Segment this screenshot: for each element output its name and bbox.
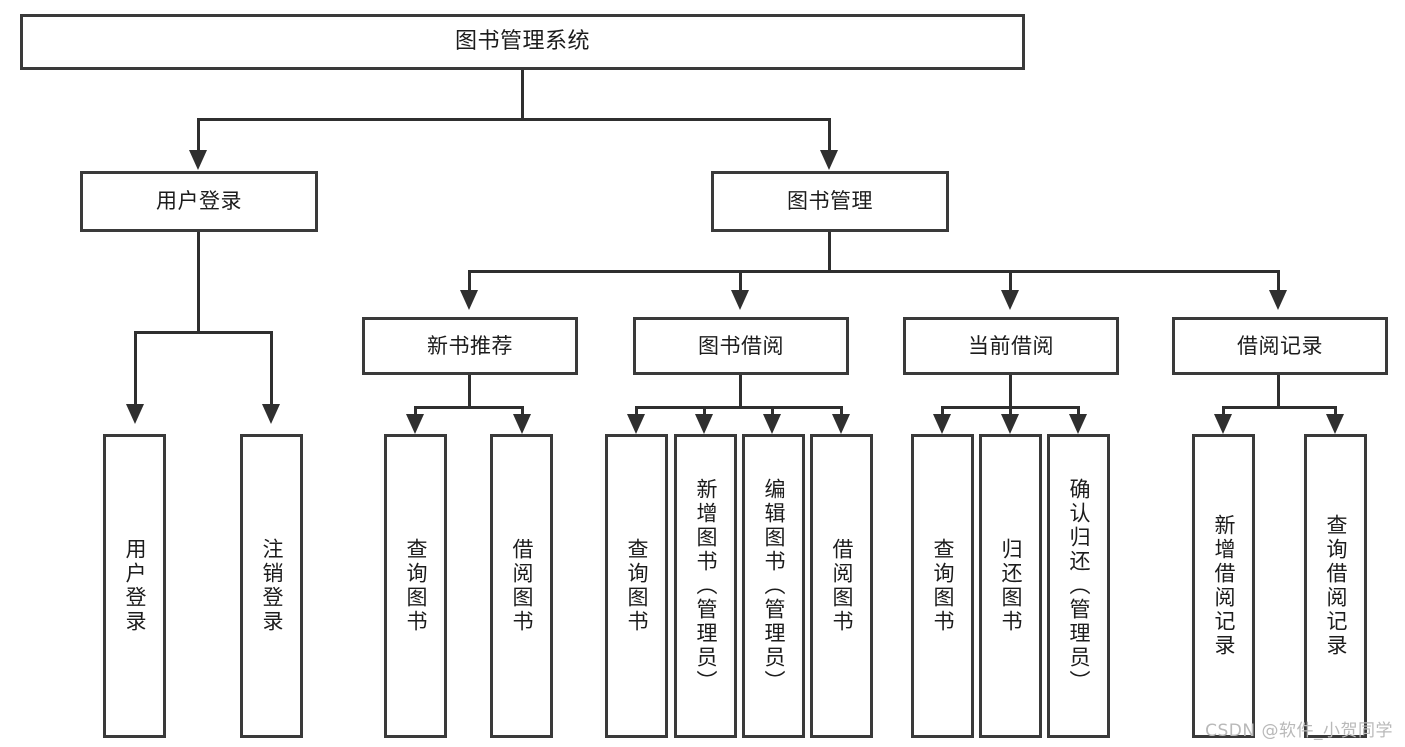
- node-leaf-query-book-3[interactable]: 查询图书: [911, 434, 974, 738]
- connector-user-login-bus: [134, 331, 272, 334]
- connector-book-borrow-drop-4: [840, 406, 843, 418]
- connector-borrow-record-drop-1: [1222, 406, 1225, 418]
- node-leaf-return-book-label: 归还图书: [999, 538, 1023, 634]
- node-leaf-add-book[interactable]: 新增图书（管理员）: [674, 434, 737, 738]
- node-leaf-logout-label: 注销登录: [260, 538, 284, 634]
- arrowhead-leaf-confirm-return: [1069, 414, 1087, 434]
- node-leaf-query-record[interactable]: 查询借阅记录: [1304, 434, 1367, 738]
- connector-current-borrow-drop-1: [941, 406, 944, 418]
- connector-book-manage-drop-2: [739, 270, 742, 292]
- node-leaf-user-login[interactable]: 用户登录: [103, 434, 166, 738]
- connector-new-book-rec-drop-2: [521, 406, 524, 418]
- connector-book-manage-drop-4: [1277, 270, 1280, 292]
- watermark-text: CSDN @软件_小贺同学: [1205, 721, 1393, 741]
- node-new-book-rec[interactable]: 新书推荐: [362, 317, 578, 375]
- node-new-book-rec-label: 新书推荐: [427, 333, 513, 358]
- node-leaf-query-book-2-label: 查询图书: [625, 538, 649, 634]
- node-leaf-add-record[interactable]: 新增借阅记录: [1192, 434, 1255, 738]
- arrowhead-leaf-add-record: [1214, 414, 1232, 434]
- node-leaf-add-record-label: 新增借阅记录: [1212, 514, 1236, 658]
- node-leaf-query-book-3-label: 查询图书: [931, 538, 955, 634]
- connector-user-login-stem: [197, 232, 200, 333]
- node-borrow-record-label: 借阅记录: [1237, 333, 1323, 358]
- connector-book-manage-bus: [468, 270, 1280, 273]
- arrowhead-book-manage: [820, 150, 838, 170]
- node-root-label: 图书管理系统: [454, 29, 590, 55]
- arrowhead-leaf-add-book: [695, 414, 713, 434]
- node-leaf-query-book-2[interactable]: 查询图书: [605, 434, 668, 738]
- node-leaf-borrow-book-2[interactable]: 借阅图书: [810, 434, 873, 738]
- node-leaf-query-book-1-label: 查询图书: [404, 538, 428, 634]
- arrowhead-leaf-borrow-book-2: [832, 414, 850, 434]
- connector-current-borrow-drop-2: [1009, 406, 1012, 418]
- connector-book-manage-drop-1: [468, 270, 471, 292]
- connector-current-borrow-stem: [1009, 375, 1012, 408]
- node-book-manage[interactable]: 图书管理: [711, 171, 949, 232]
- connector-new-book-rec-drop-1: [414, 406, 417, 418]
- connector-book-manage-drop-3: [1009, 270, 1012, 292]
- node-leaf-add-book-label: 新增图书（管理员）: [694, 478, 718, 694]
- node-user-login-label: 用户登录: [156, 189, 242, 214]
- node-leaf-logout[interactable]: 注销登录: [240, 434, 303, 738]
- node-leaf-edit-book[interactable]: 编辑图书（管理员）: [742, 434, 805, 738]
- arrowhead-user-login: [189, 150, 207, 170]
- node-book-manage-label: 图书管理: [787, 189, 873, 214]
- arrowhead-borrow-record: [1269, 290, 1287, 310]
- arrowhead-book-borrow: [731, 290, 749, 310]
- arrowhead-current-borrow: [1001, 290, 1019, 310]
- connector-new-book-rec-bus: [414, 406, 524, 409]
- connector-root-to-user-login: [197, 118, 200, 153]
- node-leaf-user-login-label: 用户登录: [123, 538, 147, 634]
- node-leaf-query-record-label: 查询借阅记录: [1324, 514, 1348, 658]
- connector-root-bus: [197, 118, 831, 121]
- arrowhead-new-book-rec: [460, 290, 478, 310]
- node-leaf-borrow-book-1-label: 借阅图书: [510, 538, 534, 634]
- node-leaf-edit-book-label: 编辑图书（管理员）: [762, 478, 786, 694]
- connector-book-borrow-drop-2: [703, 406, 706, 418]
- node-leaf-return-book[interactable]: 归还图书: [979, 434, 1042, 738]
- node-leaf-confirm-return-label: 确认归还（管理员）: [1067, 478, 1091, 694]
- connector-user-login-drop-1: [134, 331, 137, 406]
- arrowhead-leaf-query-record: [1326, 414, 1344, 434]
- node-current-borrow-label: 当前借阅: [968, 333, 1054, 358]
- connector-user-login-drop-2: [270, 331, 273, 406]
- connector-book-borrow-drop-1: [635, 406, 638, 418]
- node-leaf-borrow-book-2-label: 借阅图书: [830, 538, 854, 634]
- arrowhead-leaf-query-book-1: [406, 414, 424, 434]
- arrowhead-leaf-query-book-3: [933, 414, 951, 434]
- node-borrow-record[interactable]: 借阅记录: [1172, 317, 1388, 375]
- arrowhead-leaf-user-login: [126, 404, 144, 424]
- node-book-borrow[interactable]: 图书借阅: [633, 317, 849, 375]
- node-book-borrow-label: 图书借阅: [698, 333, 784, 358]
- arrowhead-leaf-logout: [262, 404, 280, 424]
- node-user-login[interactable]: 用户登录: [80, 171, 318, 232]
- connector-root-stem: [521, 70, 524, 120]
- node-leaf-query-book-1[interactable]: 查询图书: [384, 434, 447, 738]
- connector-current-borrow-drop-3: [1077, 406, 1080, 418]
- connector-borrow-record-drop-2: [1334, 406, 1337, 418]
- connector-book-borrow-drop-3: [771, 406, 774, 418]
- connector-book-manage-stem: [828, 232, 831, 272]
- connector-book-borrow-stem: [739, 375, 742, 408]
- node-root[interactable]: 图书管理系统: [20, 14, 1025, 70]
- arrowhead-leaf-return-book: [1001, 414, 1019, 434]
- arrowhead-leaf-query-book-2: [627, 414, 645, 434]
- connector-new-book-rec-stem: [468, 375, 471, 408]
- node-current-borrow[interactable]: 当前借阅: [903, 317, 1119, 375]
- node-leaf-confirm-return[interactable]: 确认归还（管理员）: [1047, 434, 1110, 738]
- connector-borrow-record-bus: [1222, 406, 1337, 409]
- connector-book-borrow-bus: [635, 406, 843, 409]
- arrowhead-leaf-edit-book: [763, 414, 781, 434]
- connector-root-to-book-manage: [828, 118, 831, 153]
- connector-borrow-record-stem: [1277, 375, 1280, 408]
- arrowhead-leaf-borrow-book-1: [513, 414, 531, 434]
- node-leaf-borrow-book-1[interactable]: 借阅图书: [490, 434, 553, 738]
